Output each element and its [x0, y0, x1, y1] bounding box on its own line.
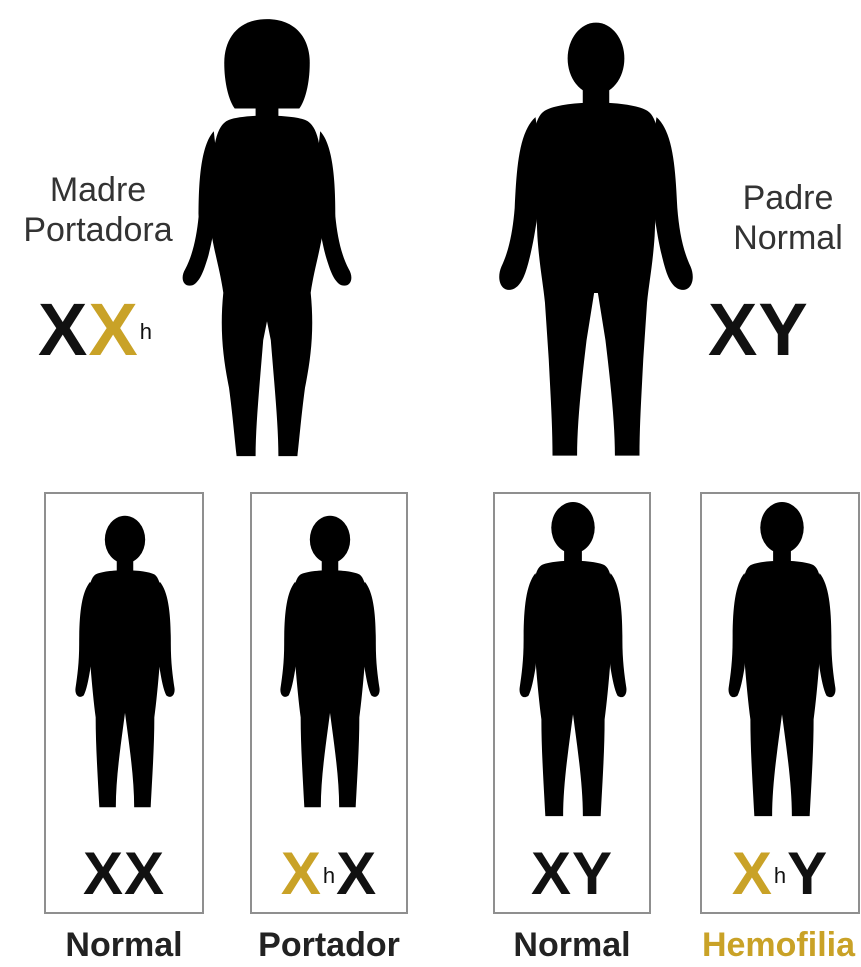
child-genotype: XhX	[252, 844, 406, 904]
child-genotype-rest: X	[336, 840, 377, 907]
father-silhouette-icon	[492, 8, 700, 474]
child-genotype-xh: X	[281, 840, 322, 907]
child-genotype: XY	[495, 844, 649, 904]
child-silhouette-icon	[513, 502, 633, 828]
father-label-line2: Normal	[715, 218, 861, 258]
mother-label: Madre Portadora	[10, 170, 186, 250]
child-caption-affected: Hemofilia	[696, 925, 861, 965]
child-silhouette-icon	[722, 502, 842, 828]
child-silhouette-icon	[70, 506, 180, 828]
father-label-line1: Padre	[715, 178, 861, 218]
child-box-daughter-normal: XX	[44, 492, 204, 914]
mother-genotype-sup: h	[140, 319, 153, 344]
father-genotype: XY	[708, 292, 809, 368]
mother-genotype: XXh	[38, 292, 153, 368]
child-genotype: XX	[46, 844, 202, 904]
child-genotype-sup: h	[774, 863, 787, 888]
child-genotype-sup: h	[323, 863, 336, 888]
child-genotype-xh: X	[732, 840, 773, 907]
child-caption: Portador	[244, 925, 414, 965]
child-box-daughter-carrier: XhX	[250, 492, 408, 914]
child-genotype: XhY	[702, 844, 858, 904]
child-silhouette-icon	[275, 506, 385, 828]
child-box-son-normal: XY	[493, 492, 651, 914]
child-genotype-rest: Y	[787, 840, 828, 907]
father-label: Padre Normal	[715, 178, 861, 258]
child-caption: Normal	[44, 925, 204, 965]
mother-label-line1: Madre	[10, 170, 186, 210]
child-box-son-affected: XhY	[700, 492, 860, 914]
child-caption: Normal	[493, 925, 651, 965]
mother-label-line2: Portadora	[10, 210, 186, 250]
mother-silhouette-icon	[172, 8, 362, 473]
mother-genotype-xh: X	[88, 288, 138, 371]
mother-genotype-x: X	[38, 288, 88, 371]
